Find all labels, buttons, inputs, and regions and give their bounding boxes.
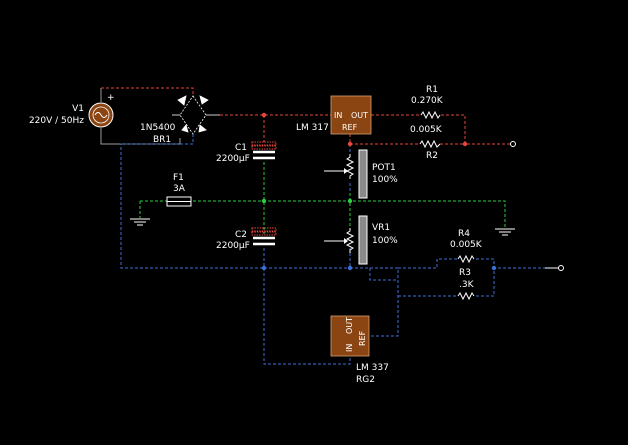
c2-name-label: C2 [235, 230, 247, 240]
lm317-pin-out: OUT [351, 111, 368, 120]
lm317-pin-ref: REF [342, 123, 358, 132]
r3-value-label: .3K [459, 280, 475, 290]
junction-dot [261, 265, 267, 271]
r2-resistor[interactable] [419, 139, 441, 149]
v1-ac-source[interactable] [88, 102, 114, 128]
br1-part-label: 1N5400 [140, 123, 176, 133]
v1-name-label: V1 [72, 104, 84, 114]
r4-name-label: R4 [458, 229, 470, 239]
f1-value-label: 3A [173, 184, 186, 194]
lm337-pin-out: OUT [345, 317, 354, 334]
ground-right-symbol [495, 228, 515, 236]
r4-value-label: 0.005K [450, 240, 483, 250]
pot1-potentiometer[interactable] [324, 149, 368, 199]
v1-plus-sign: + [107, 93, 115, 103]
c1-capacitor[interactable] [251, 141, 277, 160]
pot1-value-label: 100% [372, 175, 398, 185]
vr1-value-label: 100% [372, 236, 398, 246]
junction-dot [261, 198, 267, 204]
c2-capacitor[interactable] [251, 227, 277, 246]
vr1-name-label: VR1 [372, 223, 390, 233]
lm337-pin-in: IN [345, 344, 354, 352]
wires-negative [120, 134, 545, 365]
lm317-pin-in: IN [334, 111, 342, 120]
r1-name-label: R1 [426, 85, 438, 95]
f1-fuse[interactable] [166, 196, 192, 207]
lm337-part-label: LM 337 [356, 363, 389, 373]
br1-name-label: BR1 [153, 135, 171, 145]
lm337-name-label: RG2 [356, 375, 375, 385]
junction-dot [347, 265, 353, 271]
r1-value-label: 0.270K [411, 96, 444, 106]
r1-resistor[interactable] [420, 110, 441, 120]
negative-output-terminal[interactable] [558, 265, 564, 271]
vr1-slider[interactable] [358, 215, 368, 265]
c1-name-label: C1 [235, 143, 247, 153]
v1-value-label: 220V / 50Hz [29, 116, 84, 126]
pot1-name-label: POT1 [372, 163, 396, 173]
r3-resistor[interactable] [457, 291, 475, 301]
junction-dot [462, 141, 468, 147]
r3-name-label: R3 [459, 268, 471, 278]
lm317-part-label: LM 317 [296, 123, 329, 133]
lm337-regulator[interactable]: IN OUT REF [330, 315, 370, 357]
f1-name-label: F1 [173, 173, 184, 183]
vr1-potentiometer[interactable] [324, 215, 368, 265]
c1-value-label: 2200µF [216, 154, 250, 164]
pot1-slider[interactable] [358, 149, 368, 199]
bridge-rectifier-br1[interactable] [172, 95, 220, 135]
c2-value-label: 2200µF [216, 241, 250, 251]
r4-resistor[interactable] [457, 254, 475, 264]
junction-dot [261, 112, 267, 118]
lm317-regulator[interactable]: IN OUT REF [330, 95, 372, 135]
ground-left-symbol [130, 218, 150, 226]
junction-dot [491, 265, 497, 271]
positive-output-terminal[interactable] [510, 141, 516, 147]
r2-value-label: 0.005K [410, 125, 443, 135]
junction-dot [347, 141, 353, 147]
r2-name-label: R2 [426, 151, 438, 161]
lm337-pin-ref: REF [358, 330, 367, 346]
junction-dot [347, 198, 353, 204]
junctions [261, 112, 497, 271]
